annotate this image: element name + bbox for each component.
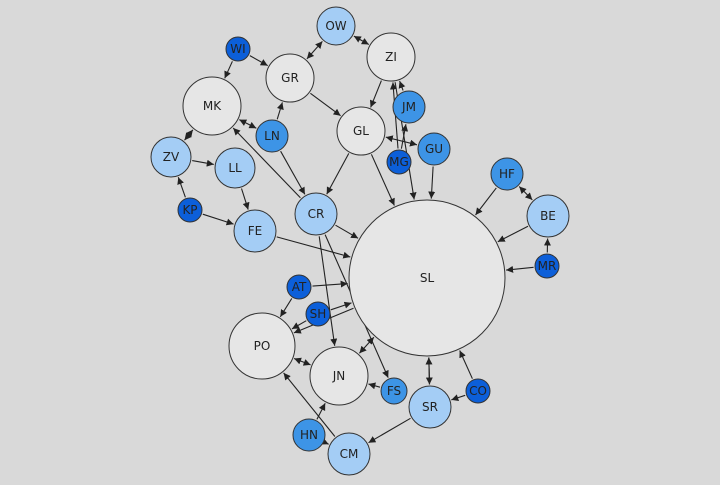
edge-ln-mk bbox=[239, 119, 257, 129]
node-circle[interactable] bbox=[305, 301, 331, 327]
node-circle[interactable] bbox=[214, 147, 256, 189]
node-mk[interactable]: MK bbox=[182, 76, 242, 136]
edge-fs-jn bbox=[368, 382, 381, 390]
node-mr[interactable]: MR bbox=[534, 253, 560, 279]
node-kp[interactable]: KP bbox=[177, 197, 203, 223]
edge-sh-sl bbox=[330, 301, 352, 311]
edge-sh-po bbox=[291, 320, 307, 330]
node-circle[interactable] bbox=[366, 32, 416, 82]
node-ln[interactable]: LN bbox=[255, 119, 289, 153]
node-circle[interactable] bbox=[408, 385, 452, 429]
node-circle[interactable] bbox=[286, 274, 312, 300]
node-hf[interactable]: HF bbox=[490, 157, 524, 191]
edge-at-sl bbox=[312, 280, 348, 288]
node-be[interactable]: BE bbox=[526, 194, 570, 238]
node-zi[interactable]: ZI bbox=[366, 32, 416, 82]
edge-ll-fe bbox=[240, 188, 250, 210]
node-zv[interactable]: ZV bbox=[150, 136, 192, 178]
edge-fe-sl bbox=[276, 236, 351, 259]
node-circle[interactable] bbox=[348, 199, 506, 357]
node-at[interactable]: AT bbox=[286, 274, 312, 300]
edge-jn-sl bbox=[358, 336, 375, 354]
node-circle[interactable] bbox=[150, 136, 192, 178]
node-jn[interactable]: JN bbox=[309, 346, 369, 406]
edge-gu-sl bbox=[428, 166, 436, 199]
edge-co-sl bbox=[459, 350, 473, 379]
edge-co-sr bbox=[451, 394, 466, 402]
node-hn[interactable]: HN bbox=[292, 418, 326, 452]
edge-hf-be bbox=[518, 186, 533, 201]
node-circle[interactable] bbox=[294, 192, 338, 236]
node-cm[interactable]: CM bbox=[327, 432, 371, 476]
edge-gr-gl bbox=[310, 92, 341, 117]
node-sl[interactable]: SL bbox=[348, 199, 506, 357]
node-cr[interactable]: CR bbox=[294, 192, 338, 236]
edge-be-sl bbox=[497, 225, 529, 243]
edge-gl-sl bbox=[370, 154, 395, 206]
node-circle[interactable] bbox=[417, 132, 451, 166]
edge-zv-ll bbox=[192, 159, 214, 167]
node-ll[interactable]: LL bbox=[214, 147, 256, 189]
node-sh[interactable]: SH bbox=[305, 301, 331, 327]
node-gr[interactable]: GR bbox=[265, 53, 315, 103]
node-circle[interactable] bbox=[233, 209, 277, 253]
edge-zi-gl bbox=[369, 80, 382, 108]
node-jm[interactable]: JM bbox=[392, 90, 426, 124]
node-sr[interactable]: SR bbox=[408, 385, 452, 429]
edge-kp-zv bbox=[177, 177, 186, 198]
node-circle[interactable] bbox=[292, 418, 326, 452]
edge-po-jn bbox=[293, 357, 311, 366]
node-circle[interactable] bbox=[255, 119, 289, 153]
node-circle[interactable] bbox=[182, 76, 242, 136]
edge-gl-cr bbox=[326, 153, 350, 195]
node-circle[interactable] bbox=[336, 106, 386, 156]
node-circle[interactable] bbox=[386, 149, 412, 175]
edge-at-po bbox=[279, 298, 293, 318]
node-gl[interactable]: GL bbox=[336, 106, 386, 156]
node-circle[interactable] bbox=[392, 90, 426, 124]
node-circle[interactable] bbox=[534, 253, 560, 279]
edges-layer bbox=[177, 35, 551, 445]
node-fs[interactable]: FS bbox=[380, 377, 408, 405]
edge-hf-sl bbox=[475, 187, 497, 216]
node-gu[interactable]: GU bbox=[417, 132, 451, 166]
edge-hn-cm bbox=[320, 438, 329, 445]
node-circle[interactable] bbox=[465, 378, 491, 404]
edge-jm-zi bbox=[398, 80, 406, 91]
node-circle[interactable] bbox=[225, 36, 251, 62]
node-fe[interactable]: FE bbox=[233, 209, 277, 253]
edge-sl-sr bbox=[425, 357, 433, 385]
edge-zv-mk bbox=[184, 129, 194, 141]
edge-gr-ow bbox=[306, 41, 323, 60]
edge-cm-po bbox=[283, 372, 336, 437]
edge-wi-gr bbox=[249, 55, 268, 67]
edge-cr-sl bbox=[335, 224, 359, 239]
node-circle[interactable] bbox=[490, 157, 524, 191]
node-ow[interactable]: OW bbox=[316, 6, 356, 46]
edge-wi-mk bbox=[224, 61, 233, 79]
edge-kp-fe bbox=[202, 213, 234, 226]
node-circle[interactable] bbox=[327, 432, 371, 476]
edge-ow-zi bbox=[353, 35, 370, 45]
edge-mr-sl bbox=[506, 265, 534, 273]
edge-gl-gu bbox=[385, 135, 418, 147]
node-circle[interactable] bbox=[380, 377, 408, 405]
node-co[interactable]: CO bbox=[465, 378, 491, 404]
node-circle[interactable] bbox=[228, 312, 296, 380]
edge-sr-cm bbox=[368, 417, 411, 444]
edge-ln-cr bbox=[280, 150, 306, 195]
node-circle[interactable] bbox=[316, 6, 356, 46]
node-wi[interactable]: WI bbox=[225, 36, 251, 62]
edge-ln-gr bbox=[276, 102, 284, 120]
node-circle[interactable] bbox=[265, 53, 315, 103]
node-mg[interactable]: MG bbox=[386, 149, 412, 175]
node-circle[interactable] bbox=[526, 194, 570, 238]
node-circle[interactable] bbox=[177, 197, 203, 223]
node-circle[interactable] bbox=[309, 346, 369, 406]
edge-cr-mk bbox=[232, 127, 301, 199]
node-po[interactable]: PO bbox=[228, 312, 296, 380]
edge-cr-jn bbox=[318, 236, 338, 346]
